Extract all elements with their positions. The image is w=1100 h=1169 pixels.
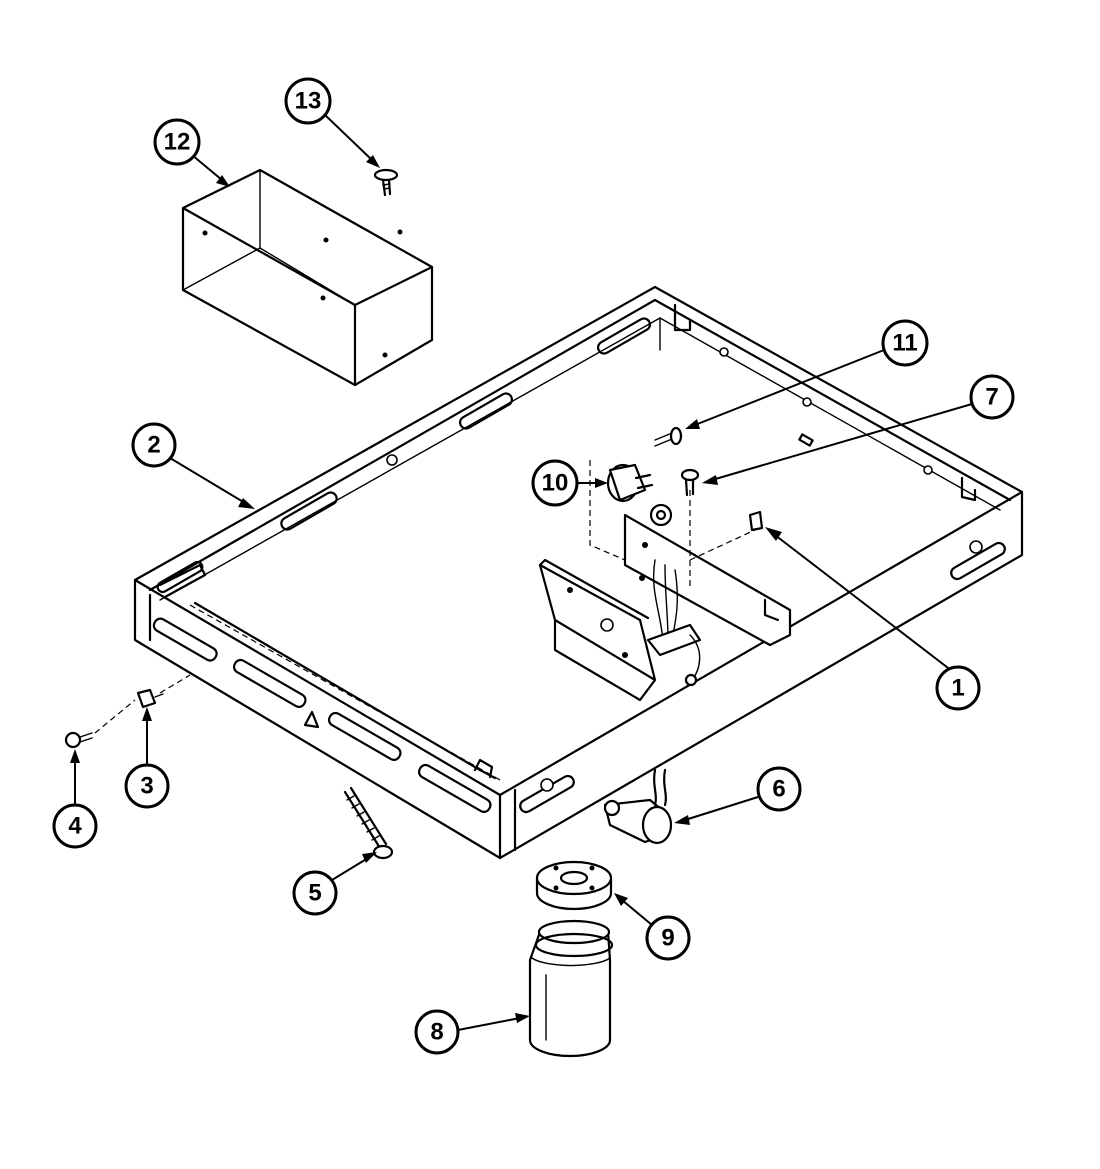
part-star-washer xyxy=(649,503,673,527)
part-thermostat xyxy=(606,463,654,503)
callout-5: 5 xyxy=(292,852,377,916)
callout-label-5: 5 xyxy=(308,880,321,907)
part-screw-7 xyxy=(680,468,700,497)
callout-label-2: 2 xyxy=(147,432,160,459)
callout-label-1: 1 xyxy=(951,675,964,702)
callout-9: 9 xyxy=(614,893,691,961)
callout-3: 3 xyxy=(124,707,170,809)
callout-7: 7 xyxy=(702,374,1015,485)
part-fastener-4 xyxy=(64,731,93,749)
callout-11: 11 xyxy=(685,319,929,429)
callout-label-12: 12 xyxy=(164,129,191,156)
part-lid xyxy=(535,860,613,911)
callout-12: 12 xyxy=(153,118,230,187)
part-small-screw xyxy=(373,168,399,197)
callout-8: 8 xyxy=(414,1009,530,1055)
callout-6: 6 xyxy=(674,766,802,825)
callout-label-3: 3 xyxy=(140,773,153,800)
callout-label-13: 13 xyxy=(295,88,322,115)
part-jar xyxy=(528,919,614,1058)
part-valve xyxy=(603,768,673,845)
part-bolt xyxy=(343,786,394,860)
callout-label-7: 7 xyxy=(985,384,998,411)
part-clip xyxy=(748,510,764,532)
part-main-pan xyxy=(133,285,1024,860)
part-fastener-3 xyxy=(136,688,164,709)
part-screw-11 xyxy=(654,426,683,447)
callout-label-8: 8 xyxy=(430,1019,443,1046)
callout-10: 10 xyxy=(531,459,608,507)
callout-label-4: 4 xyxy=(68,813,82,840)
callout-13: 13 xyxy=(284,77,380,168)
callout-label-6: 6 xyxy=(772,776,785,803)
callout-1: 1 xyxy=(765,527,981,711)
callout-4: 4 xyxy=(52,749,98,849)
callout-2: 2 xyxy=(131,422,255,509)
part-internal-bracket xyxy=(538,460,792,702)
callout-label-10: 10 xyxy=(542,470,569,497)
part-box-bracket xyxy=(181,168,434,387)
callout-label-9: 9 xyxy=(661,925,674,952)
callout-label-11: 11 xyxy=(892,330,917,357)
